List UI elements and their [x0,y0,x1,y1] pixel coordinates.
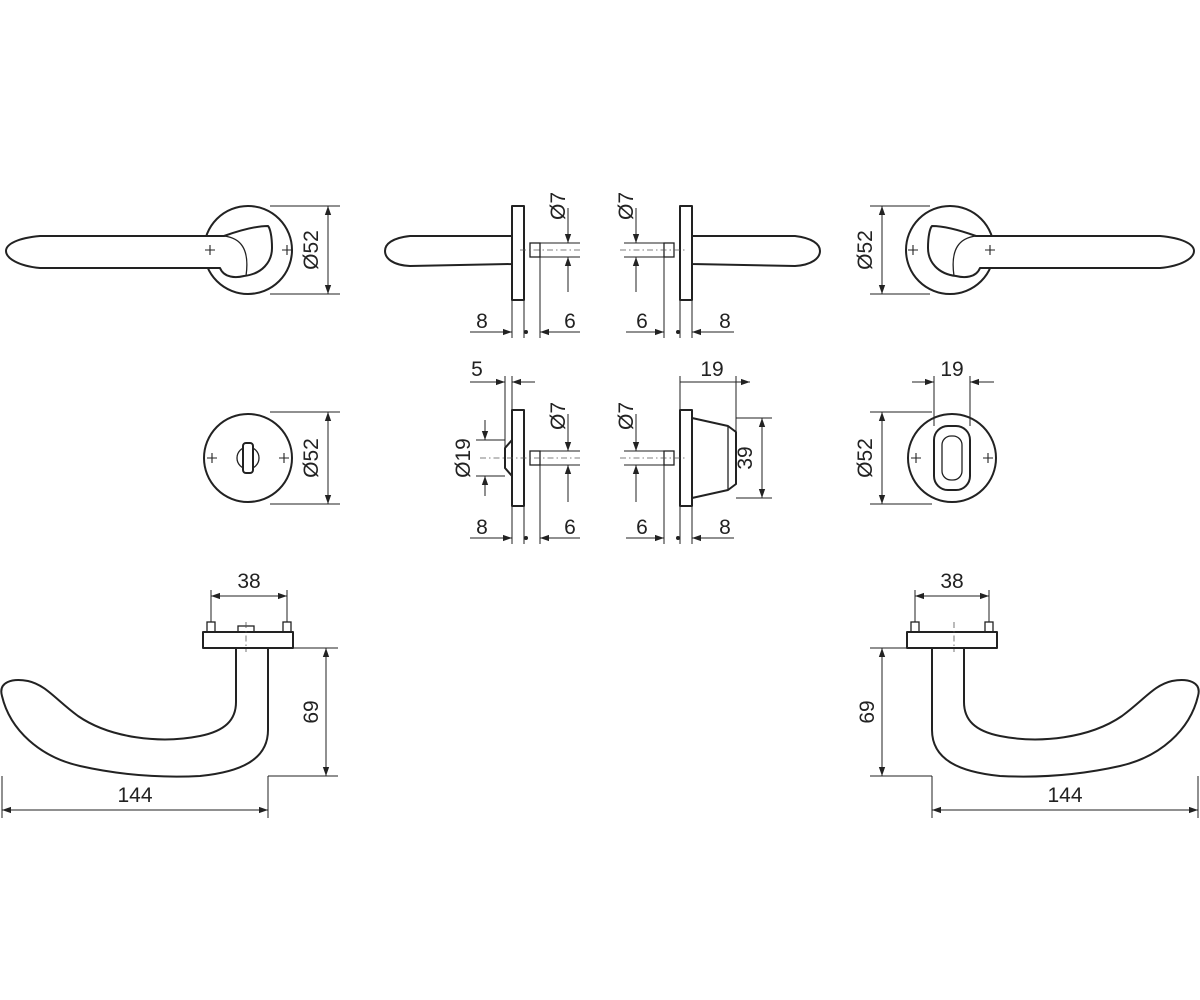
release-side-a-label: 6 [636,516,648,539]
handle-left-length-label: 144 [117,784,152,807]
release-side-b-label: 8 [719,516,731,539]
handle-right-top-view [906,621,1200,778]
turn-side-knob-dia-label: Ø19 [452,438,475,478]
handle-left-spacing-label: 38 [237,570,260,593]
release-side-height-label: 39 [734,446,757,469]
release-side-rod-dia-label: Ø7 [615,402,638,430]
lever-rose-left-dia-label: Ø52 [300,230,323,270]
release-side-view [620,409,737,507]
lever-right-side-rod-dia-label: Ø7 [615,192,638,220]
turn-rose-dimension: Ø52 [270,411,340,505]
release-rose-dia-label: Ø52 [854,438,877,478]
lever-right-side-view [620,205,821,301]
turn-side-dimension: 5 Ø19 Ø7 8 6 [452,358,580,544]
lever-rose-right-front-view [905,205,1195,295]
turn-side-rod-dia-label: Ø7 [547,402,570,430]
lever-left-side-rod-dia-label: Ø7 [547,192,570,220]
turn-side-top-label: 5 [471,358,483,381]
release-rose-front-view [907,413,997,503]
turn-rose-dia-label: Ø52 [300,438,323,478]
lever-rose-left-front-view [5,205,293,295]
lever-right-side-b-label: 8 [719,310,731,333]
lever-left-side-b-label: 6 [564,310,576,333]
lever-rose-right-dia-label: Ø52 [854,230,877,270]
handle-right-dimension: 38 69 144 [856,570,1199,818]
turn-side-view [480,409,580,507]
lever-left-side-dimension: Ø7 8 6 [470,192,580,338]
release-rose-dimension: 19 Ø52 [854,358,994,505]
handle-right-height-label: 69 [856,700,879,723]
handle-left-dimension: 38 69 144 [1,570,338,818]
release-rose-width-label: 19 [940,358,963,381]
handle-right-spacing-label: 38 [940,570,963,593]
handle-right-length-label: 144 [1047,784,1082,807]
handle-left-top-view [0,621,294,778]
lever-rose-right-dimension: Ø52 [854,205,930,295]
release-side-dimension: 19 39 Ø7 6 8 [615,358,772,544]
release-side-top-label: 19 [700,358,723,381]
lever-right-side-a-label: 6 [636,310,648,333]
lever-rose-left-dimension: Ø52 [270,205,340,295]
lever-left-side-a-label: 8 [476,310,488,333]
turn-side-b-label: 6 [564,516,576,539]
turn-side-a-label: 8 [476,516,488,539]
turn-rose-front-view [203,413,293,503]
lever-right-side-dimension: Ø7 6 8 [615,192,734,338]
handle-left-height-label: 69 [300,700,323,723]
lever-left-side-view [384,205,580,301]
